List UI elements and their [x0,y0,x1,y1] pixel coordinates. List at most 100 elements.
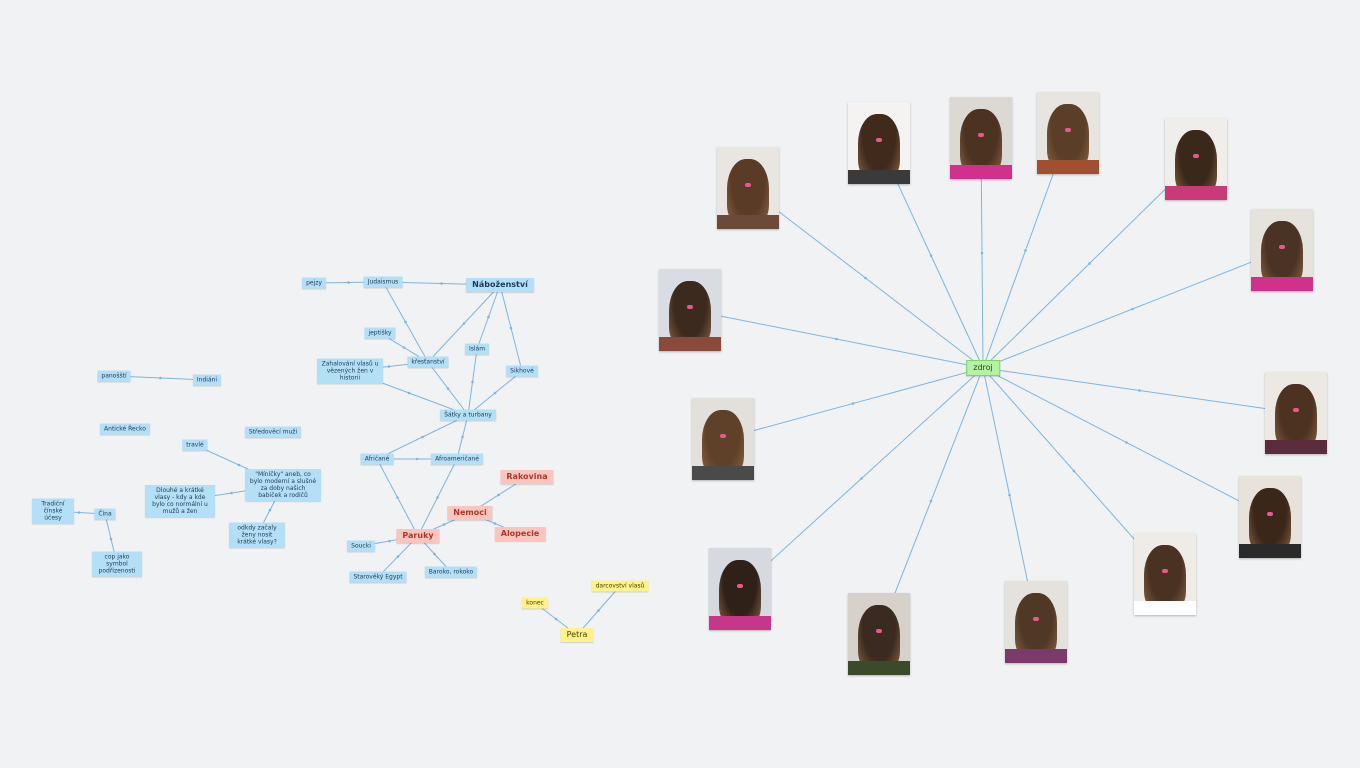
hairstyle-photo-8[interactable] [1265,372,1327,454]
edge-arrow-marker [497,493,500,497]
hairstyle-photo-7[interactable] [659,269,721,351]
shirt-shape [1037,160,1099,174]
edge-arrow-marker [446,387,450,390]
shirt-shape [1251,277,1313,291]
hair-shape [669,281,711,347]
hair-shape [727,159,769,225]
edge-arrow-marker [493,522,497,525]
edge-arrow-marker [407,391,411,395]
hair-shape [858,114,900,180]
node-afrocane[interactable]: Afričané [360,453,394,465]
edge-arrow-marker [237,463,241,467]
hair-shape [1175,130,1217,196]
node-alopecie[interactable]: Alopecie [494,527,546,541]
edge-arrow-marker [1088,262,1091,265]
node-odkdy[interactable]: odkdy začaly ženy nosit krátké vlasy? [229,522,285,548]
hairstyle-photo-13[interactable] [848,593,910,675]
edge-arrow-marker [1072,469,1076,473]
edge-arrow-marker [268,508,272,512]
hairstyle-photo-1[interactable] [717,147,779,229]
shirt-shape [848,661,910,675]
node-baroko[interactable]: Baroko, rokoko [424,566,478,578]
edge-arrow-marker [415,457,419,461]
node-islam[interactable]: Islám [464,343,490,355]
edge-arrow-marker [388,539,391,543]
edge-arrow-marker [230,491,233,495]
shirt-shape [1265,440,1327,454]
edge-arrow-marker [487,315,490,319]
edge-arrow-marker [929,254,933,257]
hair-tie [876,629,882,633]
edge-arrow-marker [509,326,513,330]
node-stredoveky[interactable]: Středověcí muži [244,426,302,438]
hair-tie [1162,569,1168,573]
node-afroamericane[interactable]: Afroameričané [431,453,483,465]
hair-shape [960,109,1002,175]
shirt-shape [1239,544,1301,558]
edge-arrow-marker [864,276,867,280]
edge-arrow-marker [1024,249,1027,252]
hairstyle-photo-12[interactable] [1134,533,1196,615]
node-nabozenstvi[interactable]: Náboženství [466,278,534,292]
node-indiani[interactable]: Indiáni [192,374,222,386]
edge-arrow-marker [929,499,933,503]
hairstyle-photo-10[interactable] [1239,476,1301,558]
hairstyle-photo-5[interactable] [1165,118,1227,200]
hairstyle-photo-14[interactable] [1005,581,1067,663]
node-cina[interactable]: Čína [94,508,116,520]
node-nemoci[interactable]: Nemoci [447,506,493,520]
node-egypt[interactable]: Starověký Egypt [349,571,407,583]
edge-arrow-marker [980,251,984,255]
edge-arrow-marker [461,435,464,439]
node-zdroj[interactable]: zdroj [966,360,1000,376]
node-panosti[interactable]: panošští [97,370,131,382]
hair-shape [1275,384,1317,450]
hairstyle-photo-2[interactable] [848,102,910,184]
hair-shape [1249,488,1291,554]
node-paruky[interactable]: Paruky [396,529,440,543]
node-darcovstvi[interactable]: darcovství vlasů [591,580,649,592]
edge-arrow-marker [1138,389,1141,392]
hair-tie [745,183,751,187]
hair-tie [1279,245,1285,249]
node-zahalovani[interactable]: Zahalování vlasů u vězených žen v histor… [317,358,383,384]
node-satky[interactable]: Šátky a turbany [440,409,496,421]
node-soucki[interactable]: Soucki [347,540,375,552]
node-sikhove[interactable]: Sikhové [506,365,538,377]
node-minicky[interactable]: "Míníčky" aneb, co bylo moderní a slušné… [245,469,321,501]
node-anticke[interactable]: Antické Řecko [100,423,150,435]
hair-shape [858,605,900,671]
node-travle[interactable]: travlé [182,439,208,451]
edge-arrow-marker [462,322,466,325]
shirt-shape [717,215,779,229]
node-rakovina[interactable]: Rakovina [500,470,554,484]
node-konec[interactable]: konec [522,597,548,609]
node-pejzy[interactable]: pejzy [302,277,326,289]
edge-arrow-marker [1008,493,1011,497]
edge-arrow-marker [493,391,497,395]
edge-arrow-marker [387,365,391,368]
hair-tie [1293,408,1299,412]
node-tradicni[interactable]: Tradiční čínské účesy [32,498,74,524]
node-dlouhe[interactable]: Dlouhé a krátké vlasy - kdy a kde bylo c… [145,485,215,517]
node-jeptisky[interactable]: jeptišky [364,327,396,339]
hairstyle-photo-9[interactable] [692,398,754,480]
edge-arrow-marker [860,477,863,480]
hairstyle-photo-4[interactable] [1037,92,1099,174]
edge-arrow-marker [835,337,838,341]
shirt-shape [1134,601,1196,615]
hair-tie [720,434,726,438]
hairstyle-photo-11[interactable] [709,548,771,630]
node-krestanstvi[interactable]: křesťanství [407,356,449,368]
hair-shape [1047,104,1089,170]
hairstyle-photo-3[interactable] [950,97,1012,179]
shirt-shape [1165,186,1227,200]
node-judaismus[interactable]: Judaismus [363,276,403,288]
node-petra[interactable]: Petra [560,628,594,642]
edge-arrow-marker [1125,441,1128,444]
edge-arrow-marker [159,376,162,380]
hairstyle-photo-6[interactable] [1251,209,1313,291]
edge-arrow-marker [597,609,600,612]
node-cop[interactable]: cop jako symbol podřízenosti [92,551,142,577]
